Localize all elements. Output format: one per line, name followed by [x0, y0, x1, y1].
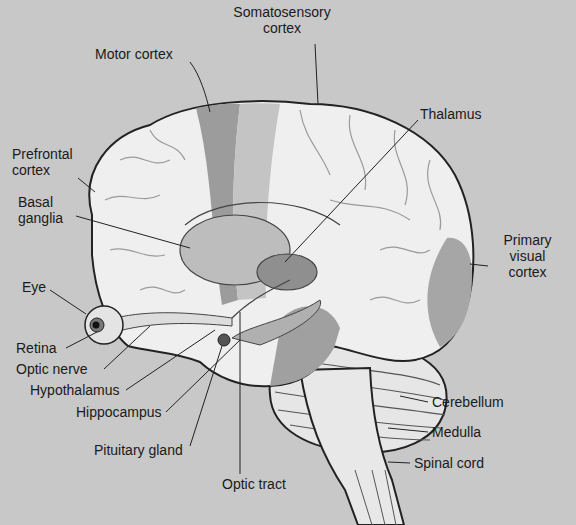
leader-line: [166, 340, 240, 412]
leader-line: [76, 216, 190, 248]
part-label: Thalamus: [420, 106, 520, 122]
optic-tract-shape: [232, 280, 290, 318]
gyrus-line: [394, 130, 407, 205]
gyrus-line: [330, 200, 410, 220]
leader-line: [388, 462, 410, 463]
leader-line: [126, 330, 215, 390]
gyrus-line: [120, 157, 170, 163]
leader-line: [285, 120, 418, 262]
leader-line: [388, 428, 428, 432]
gyrus-line: [150, 130, 185, 160]
gyrus-line: [105, 195, 160, 200]
leader-line: [400, 396, 428, 402]
leader-line: [240, 312, 241, 474]
part-label: Primary visual cortex: [490, 232, 565, 280]
brainstem-shape: [300, 368, 404, 525]
gyrus-line: [370, 297, 420, 303]
leader-line: [190, 346, 222, 446]
part-label: Basal ganglia: [18, 194, 88, 226]
part-label: Medulla: [432, 424, 562, 440]
gyrus-line: [380, 247, 430, 253]
optic-nerve-shape: [115, 313, 232, 332]
gyrus-line: [110, 249, 165, 256]
spinal-cord-line: [385, 470, 396, 525]
part-label: Optic nerve: [16, 361, 136, 377]
pituitary-shape: [218, 334, 230, 346]
leader-line: [66, 332, 97, 348]
eye-pupil: [93, 322, 100, 329]
part-label: Hypothalamus: [30, 382, 160, 398]
part-label: Cerebellum: [432, 394, 562, 410]
gyrus-line: [140, 287, 185, 293]
leader-line: [104, 326, 150, 369]
leader-line: [50, 290, 86, 314]
lateral-ventricle: [185, 203, 340, 226]
part-label: Spinal cord: [414, 455, 564, 471]
part-label: Hippocampus: [76, 404, 206, 420]
part-label: Pituitary gland: [94, 442, 234, 458]
leader-line: [78, 178, 95, 192]
spinal-cord-line: [372, 470, 385, 525]
leader-line: [315, 44, 318, 104]
visual-cortex-region: [427, 238, 472, 347]
eye-iris: [90, 318, 104, 332]
part-label: Eye: [22, 279, 82, 295]
spinal-cord-lines: [355, 470, 396, 525]
part-label: Optic tract: [222, 476, 342, 492]
gyri-lines: [105, 110, 441, 303]
leader-line: [470, 264, 488, 266]
part-label: Somatosensory cortex: [222, 4, 342, 36]
cerebrum-outline: [89, 101, 473, 386]
part-label: Motor cortex: [95, 46, 205, 62]
gyrus-line: [428, 160, 441, 230]
eye-ball: [85, 306, 123, 344]
part-label: Prefrontal cortex: [12, 146, 92, 178]
spinal-cord-line: [355, 470, 372, 525]
leader-line: [190, 62, 210, 112]
gyrus-line: [300, 110, 330, 175]
part-label: Retina: [16, 340, 96, 356]
